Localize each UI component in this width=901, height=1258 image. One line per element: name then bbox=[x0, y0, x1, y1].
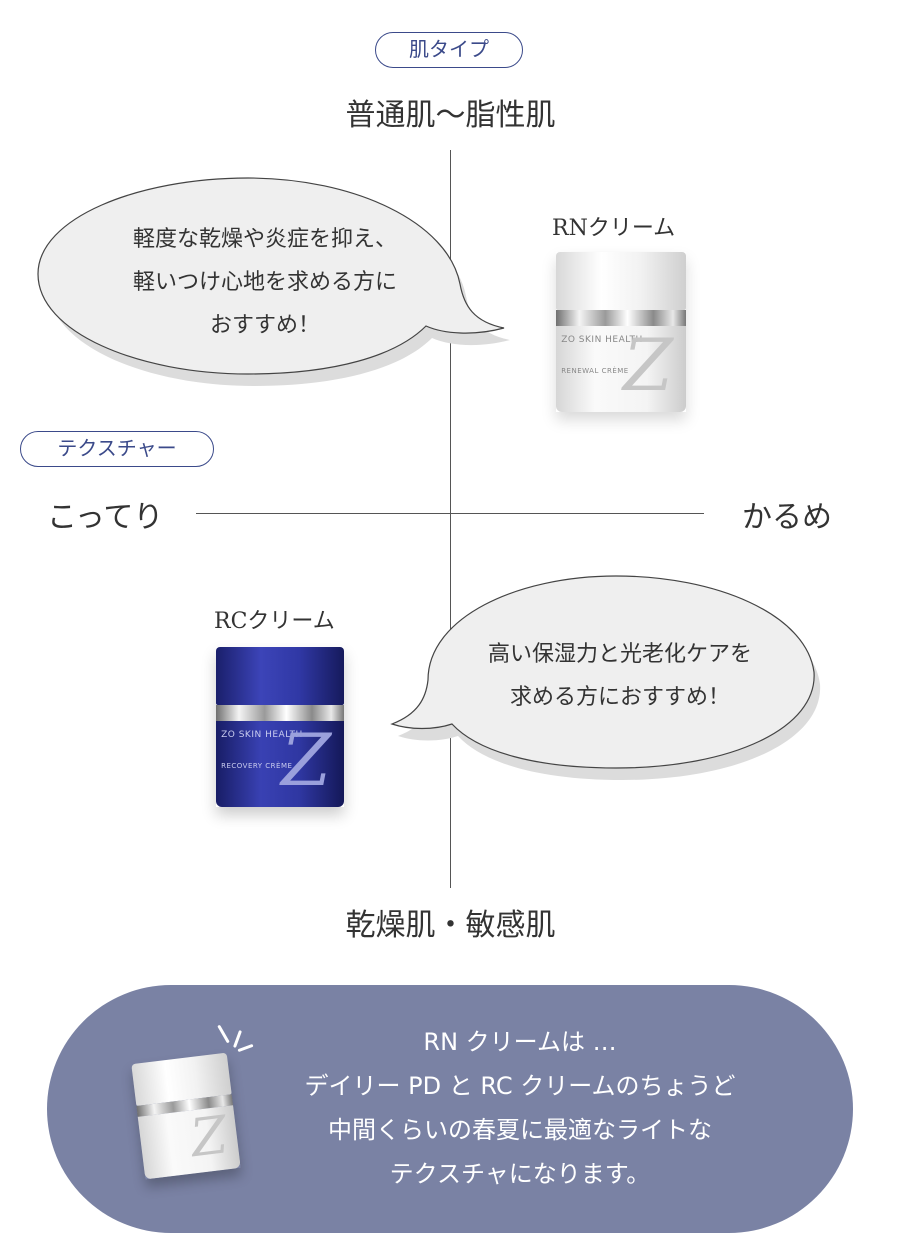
bubble-rc-text: 高い保湿力と光老化ケアを 求める方におすすめ！ bbox=[430, 633, 810, 719]
texture-left-label: こってり bbox=[47, 500, 164, 535]
zo-logo-icon: Z bbox=[622, 322, 673, 407]
jar-product-text: RECOVERY CRÈME bbox=[221, 762, 293, 771]
jar-lid bbox=[556, 252, 686, 310]
texture-pill: テクスチャー bbox=[20, 431, 214, 467]
bubble-rn-line-1: 軽度な乾燥や炎症を抑え、 bbox=[132, 227, 397, 252]
rn-cream-jar: ZO SKIN HEALTH RENEWAL CRÈME Z bbox=[556, 252, 686, 412]
zo-logo-icon: Z bbox=[281, 717, 332, 802]
bubble-rn-line-3: おすすめ！ bbox=[209, 313, 320, 338]
skin-type-pill: 肌タイプ bbox=[375, 32, 523, 68]
bubble-rc-line-1: 高い保湿力と光老化ケアを bbox=[487, 642, 752, 667]
summary-line-3: 中間くらいの春夏に最適なライトな bbox=[328, 1116, 712, 1144]
rc-cream-jar: ZO SKIN HEALTH RECOVERY CRÈME Z bbox=[216, 647, 344, 807]
jar-brand-text: ZO SKIN HEALTH bbox=[221, 730, 303, 741]
jar-body bbox=[556, 325, 686, 412]
jar-brand-text: ZO SKIN HEALTH bbox=[561, 335, 643, 346]
rn-product-label: RNクリーム bbox=[552, 216, 676, 241]
summary-text: RN クリームは … デイリー PD と RC クリームのちょうど 中間くらいの… bbox=[250, 1020, 790, 1196]
speech-bubble-rn bbox=[37, 177, 510, 386]
zo-logo-icon: Z bbox=[187, 1105, 231, 1169]
summary-rn-jar: Z bbox=[131, 1052, 241, 1180]
bubble-rn-text: 軽度な乾燥や炎症を抑え、 軽いつけ心地を求める方に おすすめ！ bbox=[60, 218, 470, 347]
bubble-rc-line-2: 求める方におすすめ！ bbox=[509, 685, 730, 710]
horizontal-axis-line bbox=[196, 513, 704, 514]
summary-line-4: テクスチャになります。 bbox=[389, 1160, 651, 1188]
texture-right-label: かるめ bbox=[742, 500, 832, 535]
summary-line-1: RN クリームは … bbox=[423, 1028, 617, 1056]
skin-type-bottom-label: 乾燥肌・敏感肌 bbox=[345, 908, 556, 943]
jar-body bbox=[216, 720, 344, 807]
vertical-axis-line bbox=[450, 150, 451, 888]
jar-band bbox=[216, 704, 344, 721]
bubble-rn-line-2: 軽いつけ心地を求める方に bbox=[132, 270, 397, 295]
jar-product-text: RENEWAL CRÈME bbox=[561, 367, 629, 376]
speech-bubble-rc bbox=[390, 575, 821, 780]
summary-line-2: デイリー PD と RC クリームのちょうど bbox=[304, 1072, 736, 1100]
jar-lid bbox=[216, 647, 344, 705]
rc-product-label: RCクリーム bbox=[214, 609, 335, 634]
skin-type-top-label: 普通肌〜脂性肌 bbox=[345, 98, 556, 133]
jar-band bbox=[556, 309, 686, 326]
